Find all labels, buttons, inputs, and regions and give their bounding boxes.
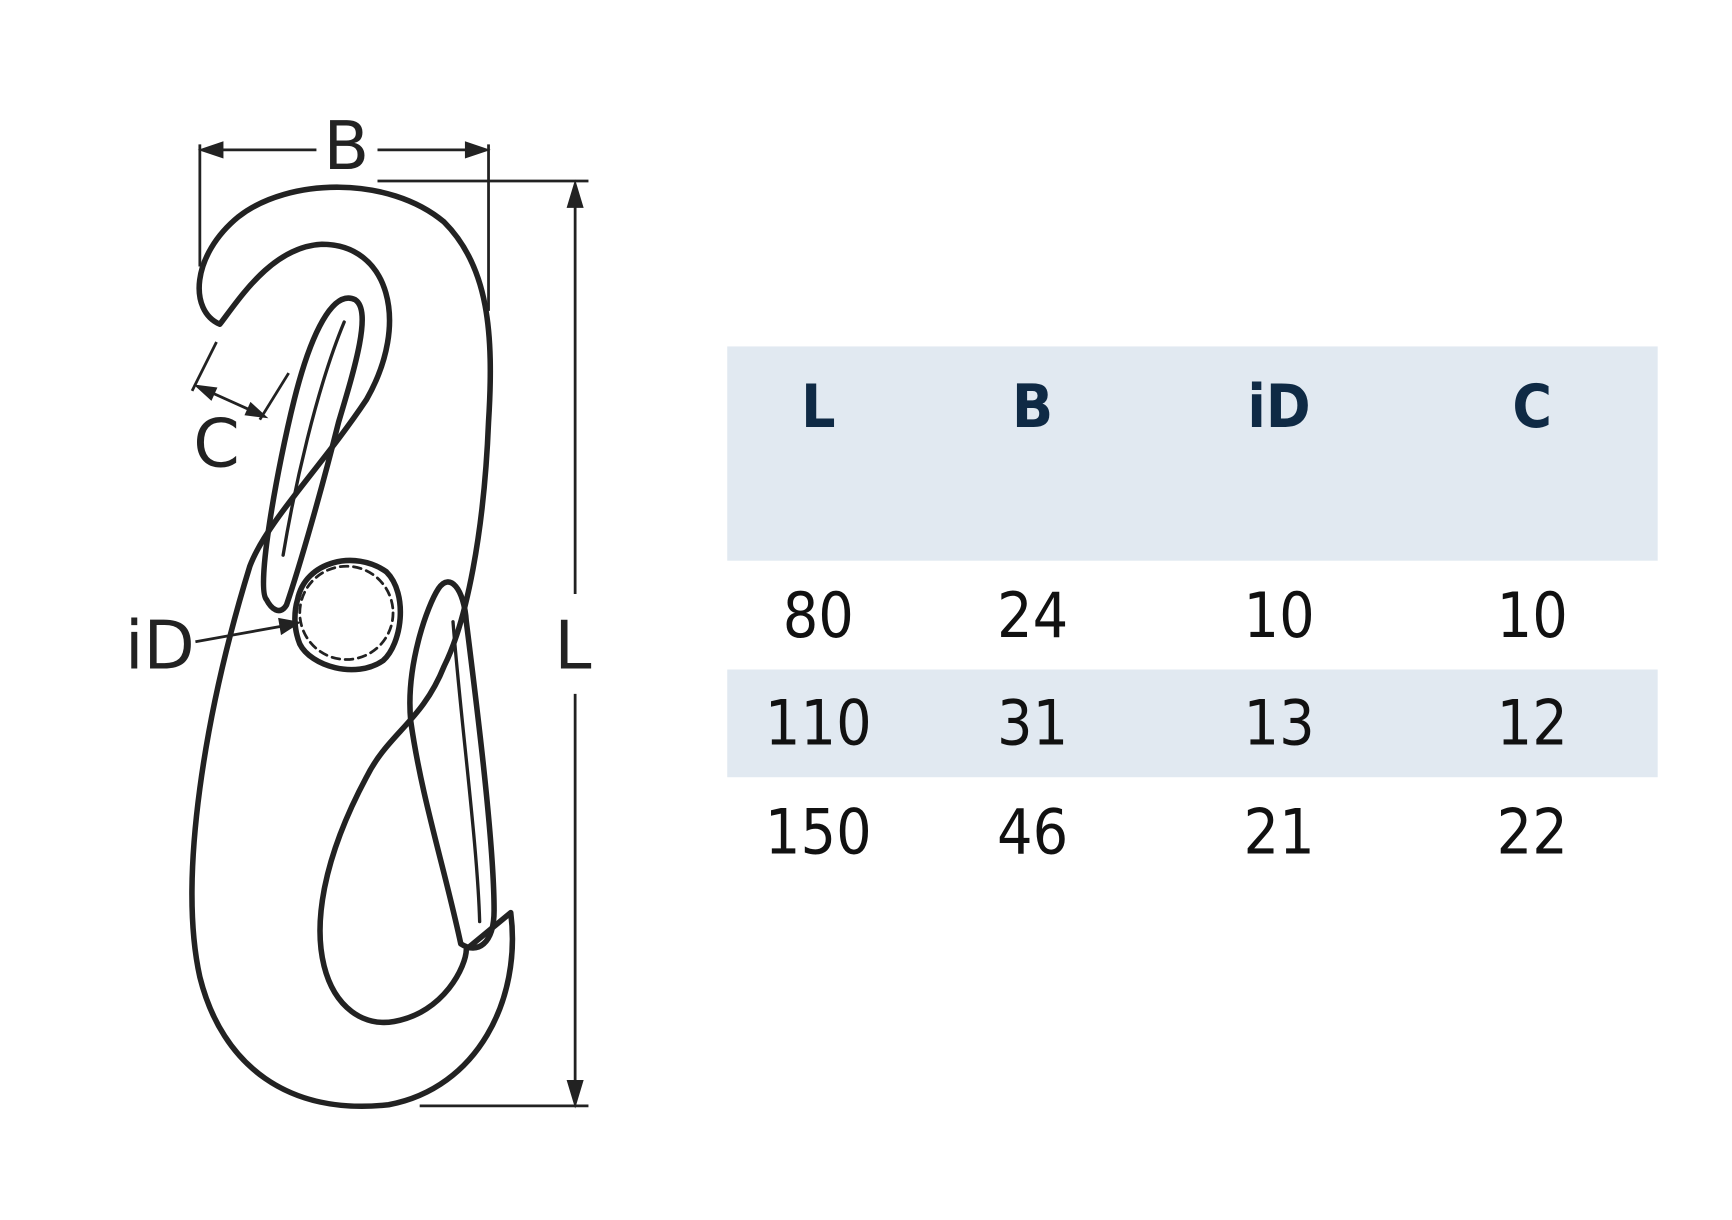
header-band [727, 346, 1658, 561]
header-id: iD [1247, 371, 1311, 442]
cell-id: 13 [1243, 687, 1315, 761]
cell-b: 24 [996, 580, 1069, 653]
cell-l: 80 [782, 580, 854, 653]
header-b: B [1012, 371, 1054, 442]
cell-id: 10 [1243, 580, 1315, 653]
snap-hook-drawing: B C iD L [125, 107, 591, 1109]
eye-hole [292, 557, 404, 673]
cell-b: 31 [996, 687, 1069, 761]
header-l: L [801, 371, 836, 442]
cell-c: 10 [1496, 580, 1568, 653]
cell-c: 22 [1496, 796, 1568, 869]
row-band [727, 669, 1658, 778]
gate-upper [260, 295, 365, 614]
label-c: C [193, 404, 240, 482]
cell-l: 110 [764, 687, 872, 761]
hook-outline [189, 184, 516, 1109]
header-c: C [1512, 371, 1553, 442]
label-id: iD [125, 606, 195, 684]
gate-lower [407, 579, 497, 951]
cell-b: 46 [996, 796, 1069, 869]
cell-c: 12 [1496, 687, 1568, 761]
cell-l: 150 [764, 796, 872, 869]
label-b: B [324, 107, 370, 185]
cell-id: 21 [1243, 796, 1315, 869]
label-l: L [554, 606, 591, 684]
